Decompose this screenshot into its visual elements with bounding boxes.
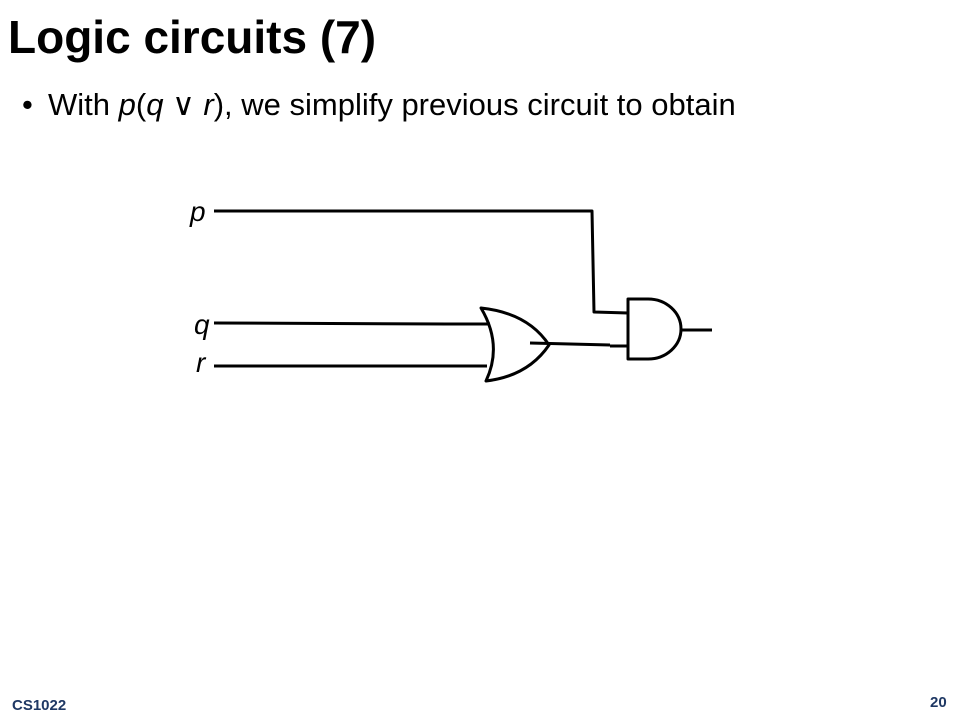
label-p: p xyxy=(189,196,206,227)
bullet-rest: ), we simplify previous circuit to obtai… xyxy=(213,87,736,122)
label-q: q xyxy=(194,309,210,340)
bullet-marker: • xyxy=(22,87,33,122)
slide-title: Logic circuits (7) xyxy=(8,11,377,63)
var-q: q xyxy=(146,87,164,122)
or-symbol: ∨ xyxy=(163,87,204,122)
var-r: r xyxy=(203,87,214,122)
var-p: p xyxy=(118,87,136,122)
footer-page-number: 20 xyxy=(930,694,947,711)
open-paren: ( xyxy=(135,87,147,122)
and-gate xyxy=(626,297,683,361)
wire-or-out xyxy=(529,341,611,347)
wire-q xyxy=(213,321,448,326)
footer-course: CS1022 xyxy=(12,697,67,714)
wire-p xyxy=(214,209,629,315)
or-gate xyxy=(479,306,551,383)
bullet-text: • With p(q ∨ r), we simplify previous cir… xyxy=(22,86,736,123)
label-r: r xyxy=(196,347,207,378)
bullet-prefix: With xyxy=(48,87,119,122)
